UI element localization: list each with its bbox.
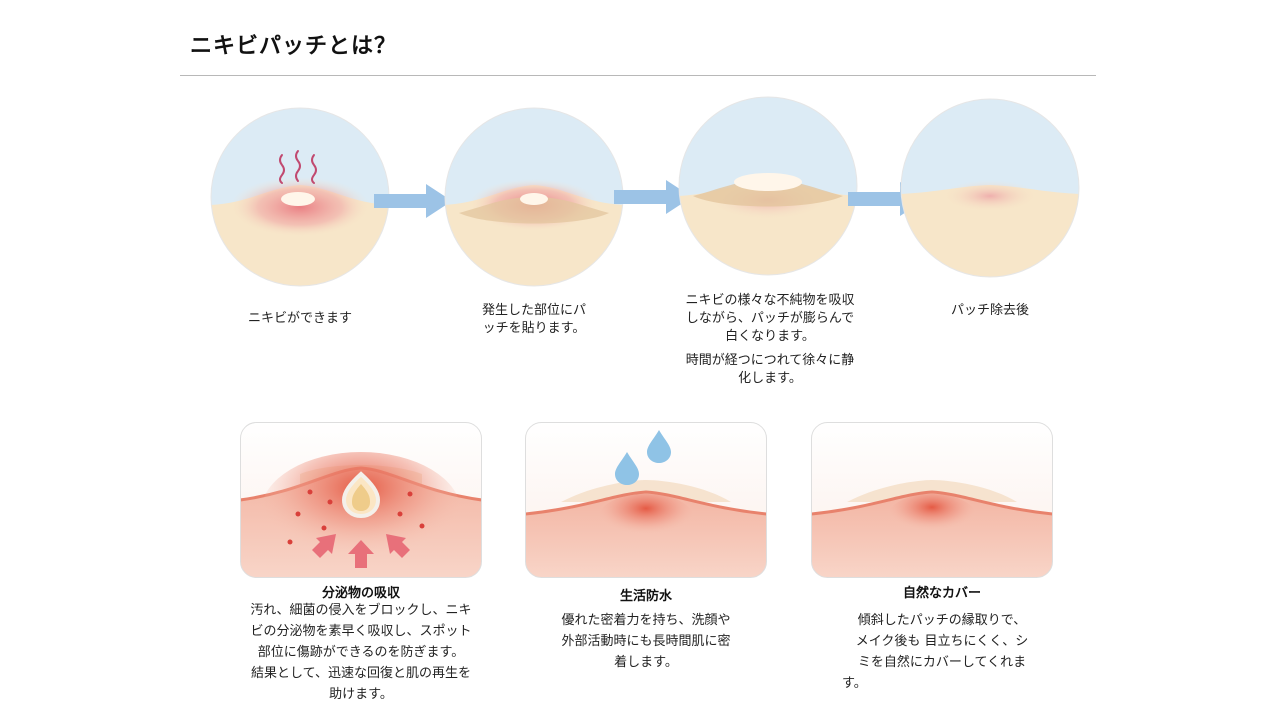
stage-3-diagram [678, 96, 858, 276]
stage-3-caption: ニキビの様々な不純物を吸収 しながら、パッチが膨らんで 白くなります。 時間が経… [685, 293, 855, 386]
stage-2-caption: 発生した部位にパ ッチを貼ります。 [481, 303, 586, 336]
stage-4-diagram [900, 98, 1080, 278]
feature-text-waterproof: 優れた密着力を持ち、洗顔や 外部活動時にも長時間肌に密 着します。 [561, 613, 731, 670]
feature-card-absorption [240, 422, 482, 582]
stage-1-caption: ニキビができます [247, 311, 352, 326]
stage-4-caption: パッチ除去後 [950, 303, 1029, 318]
feature-text-cover: 傾斜したパッチの縁取りで、 メイク後も 目立ちにくく、シ ミを自然にカバーしてく… [842, 613, 1029, 691]
right-arrow-icon [614, 180, 692, 218]
feature-title-cover: 自然なカバー [902, 586, 981, 601]
water-drop-icon [647, 430, 671, 463]
feature-title-waterproof: 生活防水 [619, 589, 672, 604]
water-drop-icon [615, 452, 639, 485]
feature-card-cover [811, 422, 1053, 582]
up-arrow-icon [312, 534, 410, 568]
page-title: ニキビパッチとは？ [190, 34, 398, 59]
title-divider [180, 75, 1096, 76]
feature-title-absorption: 分泌物の吸収 [321, 586, 400, 601]
feature-text-absorption: 汚れ、細菌の侵入をブロックし、ニキ ビの分泌物を素早く吸収し、スポット 部位に傷… [250, 603, 472, 702]
feature-card-waterproof [525, 422, 767, 582]
stage-1-diagram [210, 107, 390, 287]
stage-2-diagram [444, 107, 624, 287]
heat-wave-icon [279, 154, 285, 184]
right-arrow-icon [374, 184, 452, 222]
